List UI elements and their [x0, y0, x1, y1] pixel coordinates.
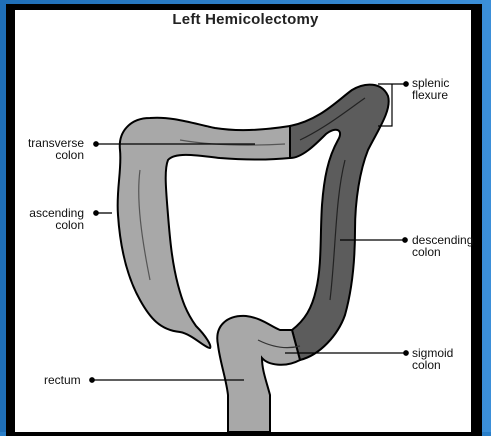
label-sigmoid-colon: sigmoid colon — [412, 347, 453, 371]
label-rectum: rectum — [44, 374, 81, 386]
descending-colon-shape — [290, 85, 389, 360]
label-splenic-flexure: splenic flexure — [412, 77, 449, 101]
label-descending-colon: descending colon — [412, 234, 473, 258]
label-ascending-colon: ascending colon — [18, 207, 84, 231]
sigmoid-rectum-shape — [217, 316, 300, 432]
label-transverse-colon: transverse colon — [18, 137, 84, 161]
ascending-colon-shape — [118, 118, 290, 348]
